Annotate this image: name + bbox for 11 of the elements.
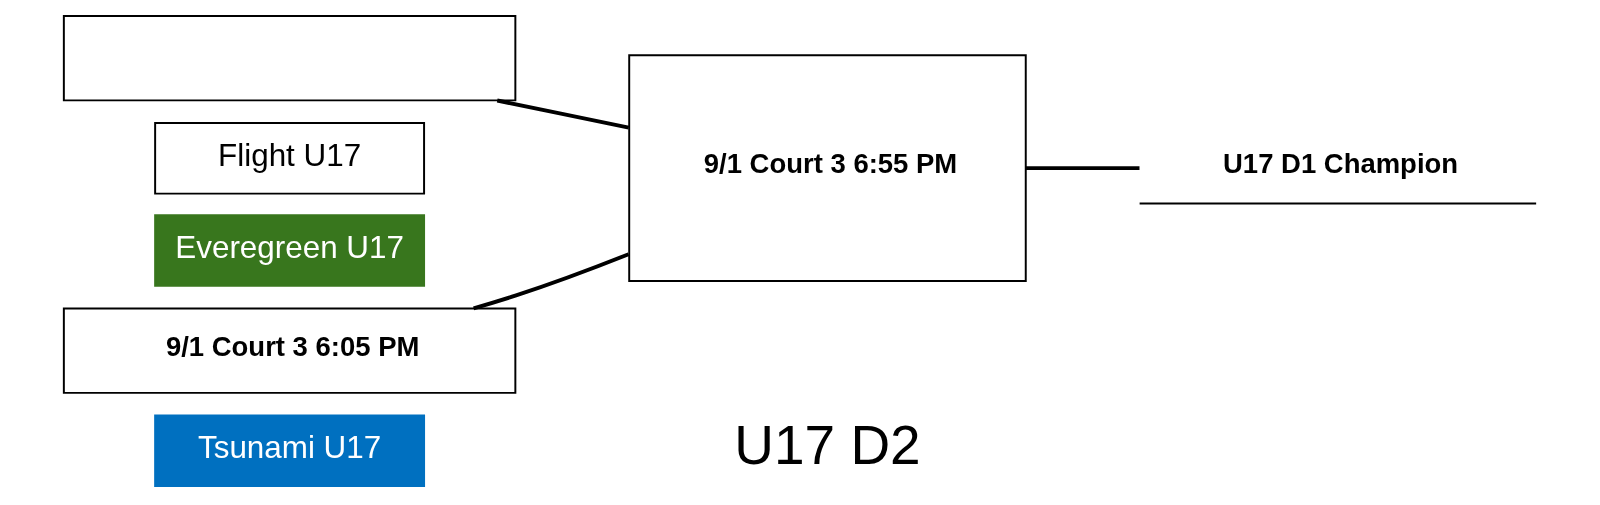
node-box: 9/1 Court 3 6:05 PM <box>62 307 517 394</box>
node-box: Everegreen U17 <box>154 214 426 287</box>
label: U17 D2 <box>734 414 921 477</box>
node-box: Flight U17 <box>154 121 426 195</box>
node-box: 9/1 Court 3 6:55 PM <box>628 54 1027 282</box>
connector <box>496 98 630 130</box>
node-text: U17 D1 Champion <box>1223 148 1459 180</box>
node-box: Tsunami U17 <box>154 414 426 488</box>
connector <box>1026 166 1140 171</box>
connector <box>473 252 630 311</box>
node-box <box>62 14 517 102</box>
